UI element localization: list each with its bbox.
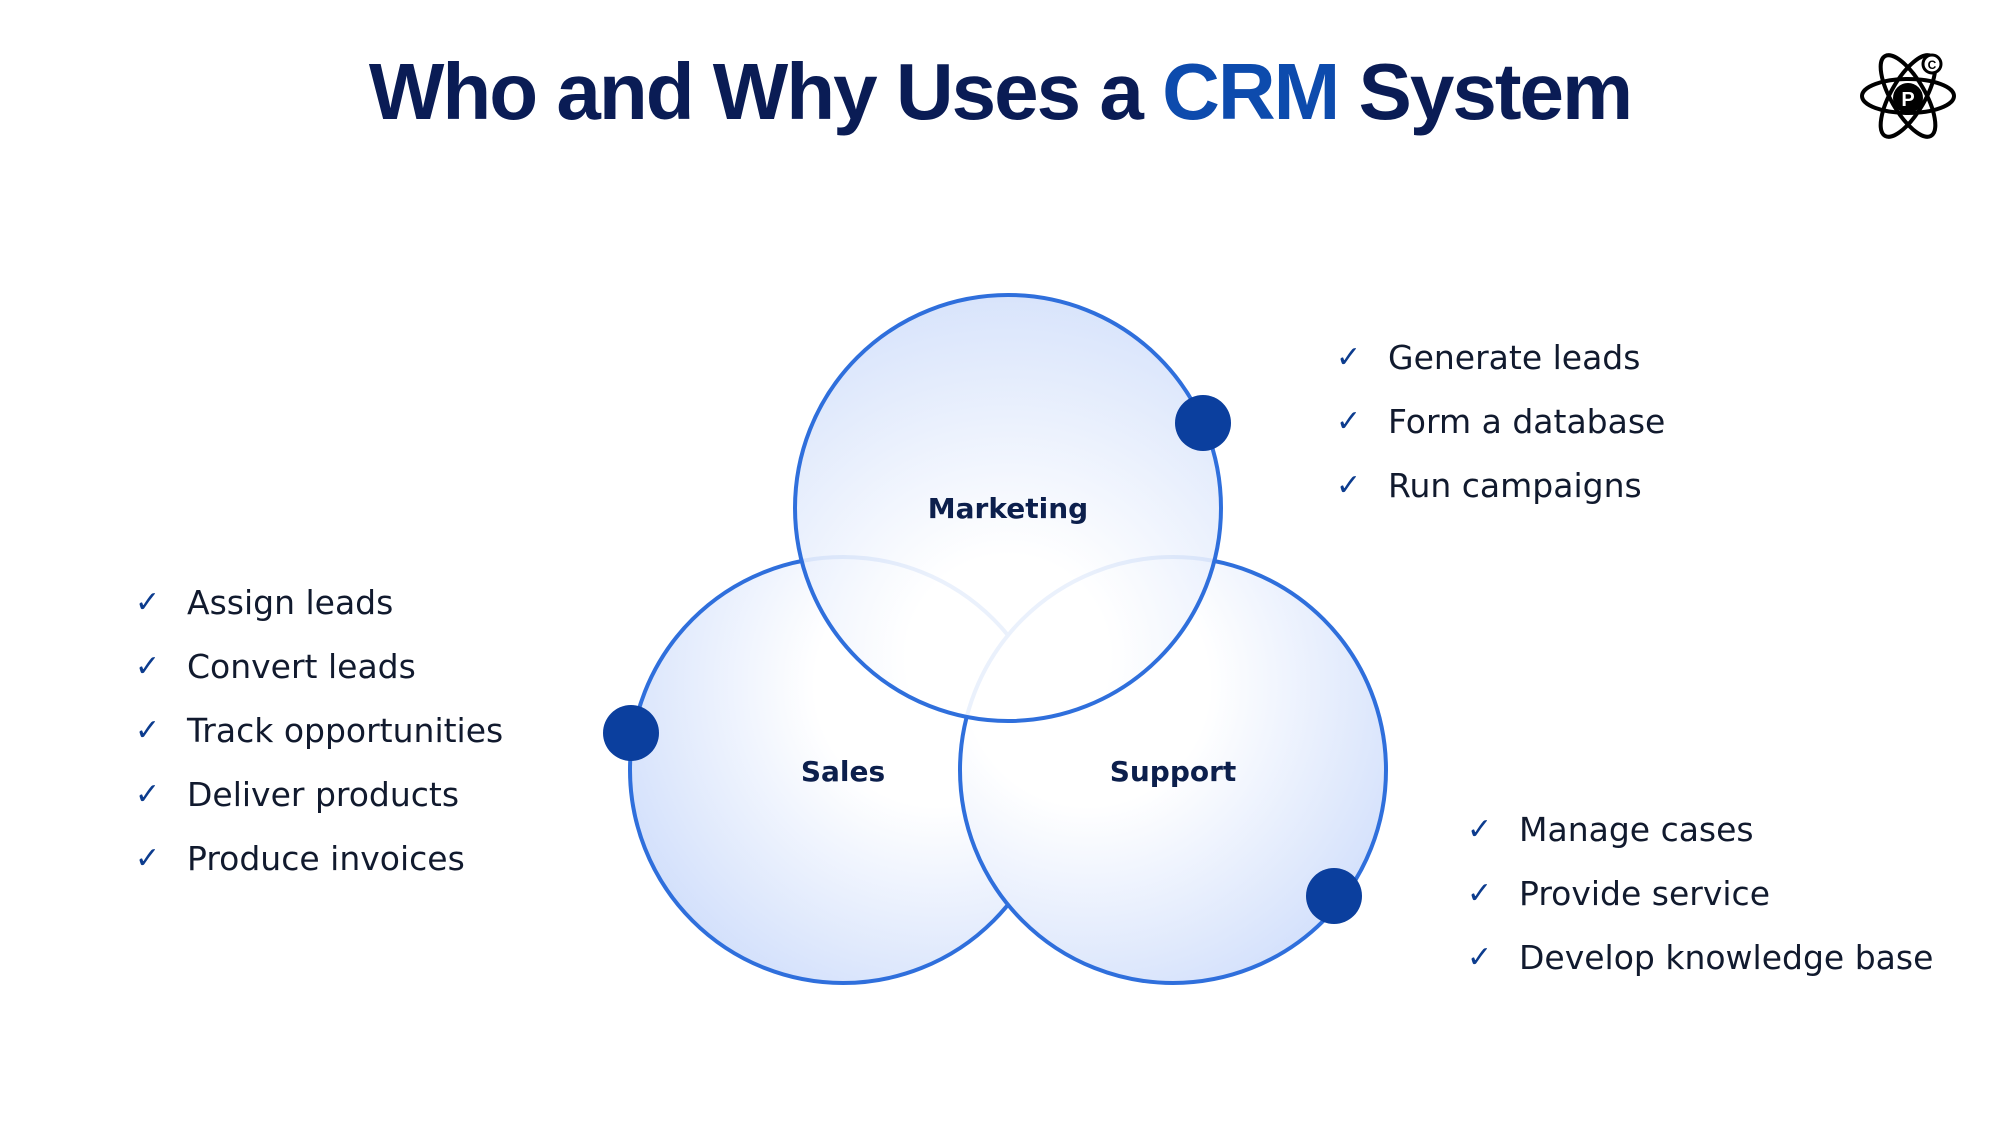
logo-superscript: C <box>1928 58 1937 72</box>
list-item-text: Track opportunities <box>187 710 504 750</box>
list-item: ✓ Generate leads <box>1336 325 1665 389</box>
list-item: ✓ Deliver products <box>135 762 503 826</box>
list-item-text: Form a database <box>1388 401 1666 441</box>
list-item: ✓ Track opportunities <box>135 698 503 762</box>
check-icon: ✓ <box>135 648 161 684</box>
list-item: ✓ Convert leads <box>135 634 503 698</box>
circle-marketing <box>793 293 1223 723</box>
check-icon: ✓ <box>135 776 161 812</box>
check-icon: ✓ <box>1467 811 1493 847</box>
list-item: ✓ Manage cases <box>1467 797 1933 861</box>
atom-logo-icon: P C <box>1860 53 1956 139</box>
logo-letter: P <box>1901 89 1914 111</box>
list-item-text: Manage cases <box>1519 809 1754 849</box>
list-item: ✓ Run campaigns <box>1336 453 1665 517</box>
title-text-after: System <box>1338 47 1634 136</box>
marker-dot-support <box>1306 868 1362 924</box>
check-icon: ✓ <box>1336 403 1362 439</box>
list-item-text: Develop knowledge base <box>1519 937 1934 977</box>
list-item: ✓ Produce invoices <box>135 826 503 890</box>
label-sales: Sales <box>801 755 885 788</box>
list-item: ✓ Form a database <box>1336 389 1665 453</box>
check-icon: ✓ <box>1336 467 1362 503</box>
list-item: ✓ Assign leads <box>135 570 503 634</box>
list-item-text: Deliver products <box>187 774 460 814</box>
title-text-before: Who and Why Uses a <box>368 47 1163 136</box>
sales-task-list: ✓ Assign leads ✓ Convert leads ✓ Track oppo… <box>135 570 503 890</box>
list-item-text: Convert leads <box>187 646 416 686</box>
page-title: Who and Why Uses a CRM System <box>0 52 2000 132</box>
check-icon: ✓ <box>1467 875 1493 911</box>
marker-dot-marketing <box>1175 395 1231 451</box>
check-icon: ✓ <box>135 840 161 876</box>
label-marketing: Marketing <box>928 492 1088 525</box>
list-item-text: Produce invoices <box>187 838 465 878</box>
list-item: ✓ Develop knowledge base <box>1467 925 1933 989</box>
check-icon: ✓ <box>1467 939 1493 975</box>
support-task-list: ✓ Manage cases ✓ Provide service ✓ Develop … <box>1467 797 1933 989</box>
marker-dot-sales <box>603 705 659 761</box>
list-item-text: Run campaigns <box>1388 465 1642 505</box>
list-item: ✓ Provide service <box>1467 861 1933 925</box>
list-item-text: Assign leads <box>187 582 394 622</box>
check-icon: ✓ <box>1336 339 1362 375</box>
list-item-text: Generate leads <box>1388 337 1641 377</box>
title-accent-crm: CRM <box>1162 47 1340 136</box>
check-icon: ✓ <box>135 712 161 748</box>
check-icon: ✓ <box>135 584 161 620</box>
label-support: Support <box>1110 755 1237 788</box>
list-item-text: Provide service <box>1519 873 1770 913</box>
marketing-task-list: ✓ Generate leads ✓ Form a database ✓ Run ca… <box>1336 325 1665 517</box>
